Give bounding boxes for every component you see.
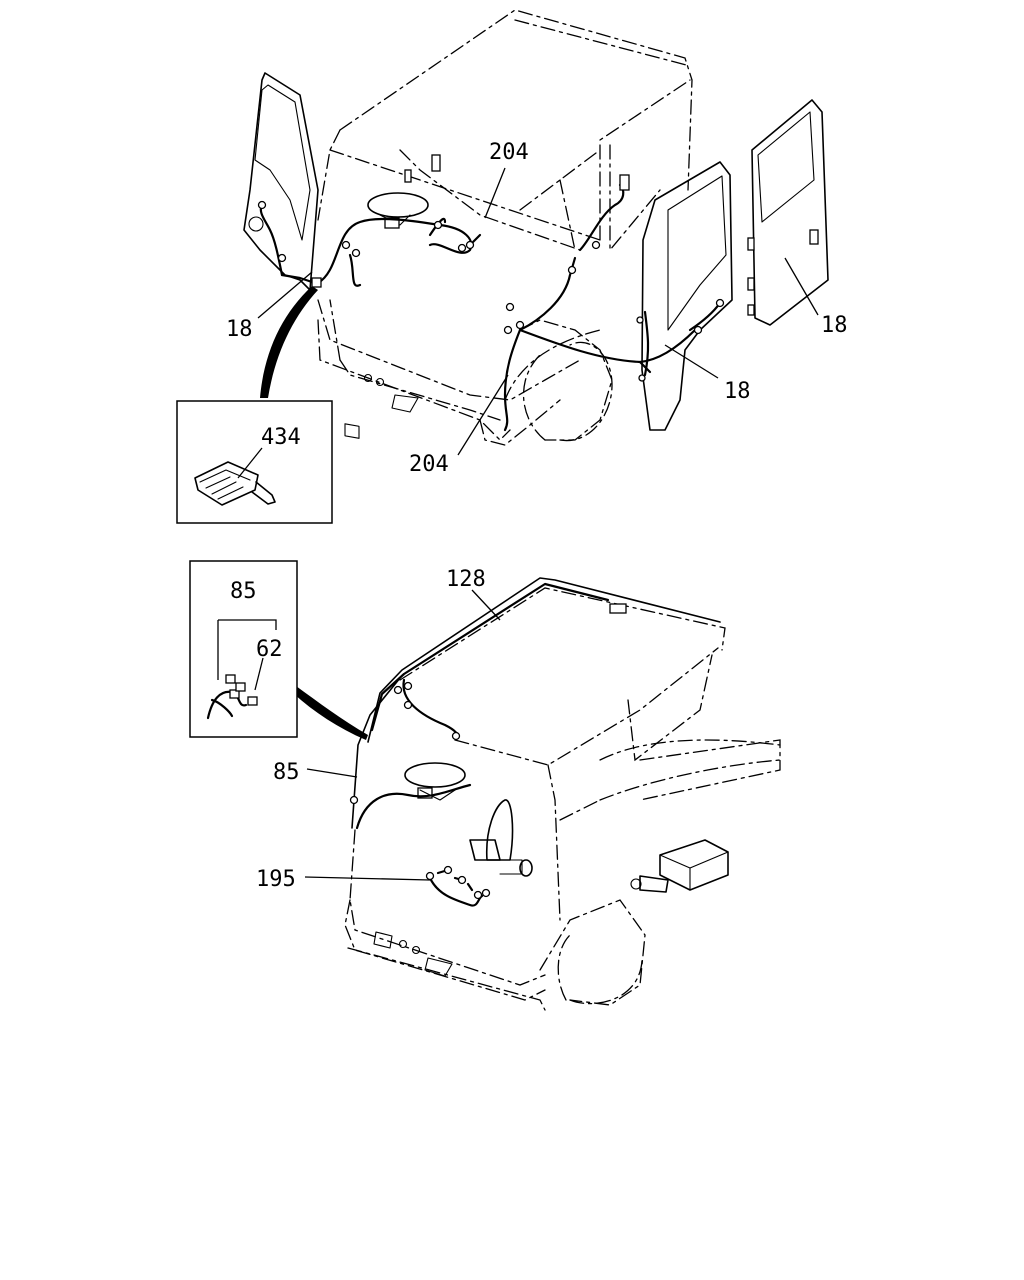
label-434: 434	[261, 425, 301, 450]
label-18-left: 18	[226, 317, 253, 342]
bottom-cab-assembly	[344, 577, 781, 1011]
label-85-inset: 85	[230, 579, 257, 604]
label-195: 195	[256, 867, 296, 892]
label-18-middle: 18	[724, 379, 751, 404]
label-128: 128	[446, 567, 486, 592]
label-204-lower: 204	[409, 452, 449, 477]
label-85-side: 85	[273, 760, 300, 785]
label-204-upper: 204	[489, 140, 529, 165]
callout-arrow-bottom	[294, 686, 368, 740]
inset-connector-85-62	[189, 560, 298, 738]
label-62: 62	[256, 637, 283, 662]
top-cab-assembly	[243, 9, 829, 446]
inset-connector-434	[176, 400, 333, 524]
callout-arrow-top	[260, 286, 318, 398]
label-18-right: 18	[821, 313, 848, 338]
label-leaders	[257, 167, 819, 881]
